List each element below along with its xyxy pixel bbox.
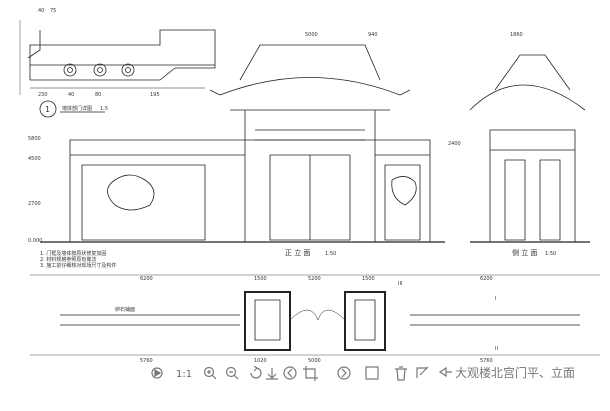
- rotate-icon[interactable]: [250, 366, 262, 379]
- side-elevation-label: 侧 立 面: [512, 248, 537, 257]
- crop-icon[interactable]: [303, 366, 318, 381]
- dim-plan-5: 6200: [480, 276, 493, 282]
- dim-plan-3: 5200: [308, 276, 321, 282]
- detail-scale: 1:5: [100, 106, 108, 112]
- front-elevation-label: 正 立 面: [285, 248, 310, 257]
- side-elevation-drawing: [469, 54, 590, 243]
- level-3: 2700: [28, 201, 41, 207]
- dim-side-top: 1860: [510, 32, 523, 38]
- zoom-in-icon[interactable]: [203, 366, 217, 380]
- prev-icon[interactable]: [283, 366, 297, 380]
- download-icon[interactable]: [266, 368, 278, 380]
- level-1: 5800: [28, 136, 41, 142]
- next-icon[interactable]: [337, 366, 351, 380]
- dim-detail-bottom-1: 230: [38, 92, 48, 98]
- level-4: 2400: [448, 141, 461, 147]
- dim-detail-bottom-4: 195: [150, 92, 160, 98]
- edit-icon[interactable]: [416, 366, 429, 378]
- dim-detail-top-1: 40: [38, 8, 44, 14]
- dim-detail-top-2: 75: [50, 8, 56, 14]
- dim-gate-top-right: 940: [368, 32, 378, 38]
- drawing-canvas: 1 墙体部门详图 1:5 40 75 230 40 80 195 5000 94…: [19, 8, 600, 364]
- viewer-toolbar: 1:1 大观楼北宫门平、立面: [0, 366, 610, 411]
- section-mark-3: III: [398, 281, 402, 287]
- front-elevation-drawing: [40, 44, 445, 243]
- delete-icon[interactable]: [395, 366, 407, 381]
- dim-plan-1: 6200: [140, 276, 153, 282]
- dim-plan-2: 1500: [254, 276, 267, 282]
- dim-plan-bottom-4: 5760: [480, 358, 493, 364]
- dim-plan-bottom-3: 5000: [308, 358, 321, 364]
- dim-plan-bottom-1: 5760: [140, 358, 153, 364]
- note-2: 2. 材料规格参照原有做法: [40, 256, 96, 263]
- dim-plan-bottom-2: 1020: [254, 358, 267, 364]
- front-elevation-scale: 1:50: [325, 251, 336, 257]
- zoom-out-icon[interactable]: [225, 366, 239, 380]
- section-mark-2: II: [495, 346, 498, 352]
- level-5: 0.000: [28, 238, 42, 244]
- dim-plan-4: 1500: [362, 276, 375, 282]
- reset-zoom-label[interactable]: 1:1: [176, 369, 192, 380]
- share-icon[interactable]: [438, 366, 452, 378]
- side-label: 卵石铺面: [115, 306, 135, 313]
- fullscreen-icon[interactable]: [365, 366, 379, 380]
- dim-detail-bottom-3: 80: [95, 92, 101, 98]
- wall-detail-drawing: [19, 20, 216, 118]
- note-1: 1. 门框及墙体按原状修复加固: [40, 250, 106, 257]
- dim-gate-top-left: 5000: [305, 32, 318, 38]
- detail-number: 1: [45, 105, 50, 114]
- plan-view-drawing: [30, 274, 600, 356]
- detail-label: 墙体部门详图: [62, 105, 92, 112]
- side-elevation-scale: 1:50: [545, 251, 556, 257]
- note-3: 3. 施工前仔细核对现场尺寸及构件: [40, 262, 116, 269]
- play-icon[interactable]: [151, 367, 163, 379]
- level-2: 4500: [28, 156, 41, 162]
- drawing-title: 大观楼北宫门平、立面: [455, 366, 575, 380]
- dim-detail-bottom-2: 40: [68, 92, 74, 98]
- section-mark-1: I: [495, 296, 496, 302]
